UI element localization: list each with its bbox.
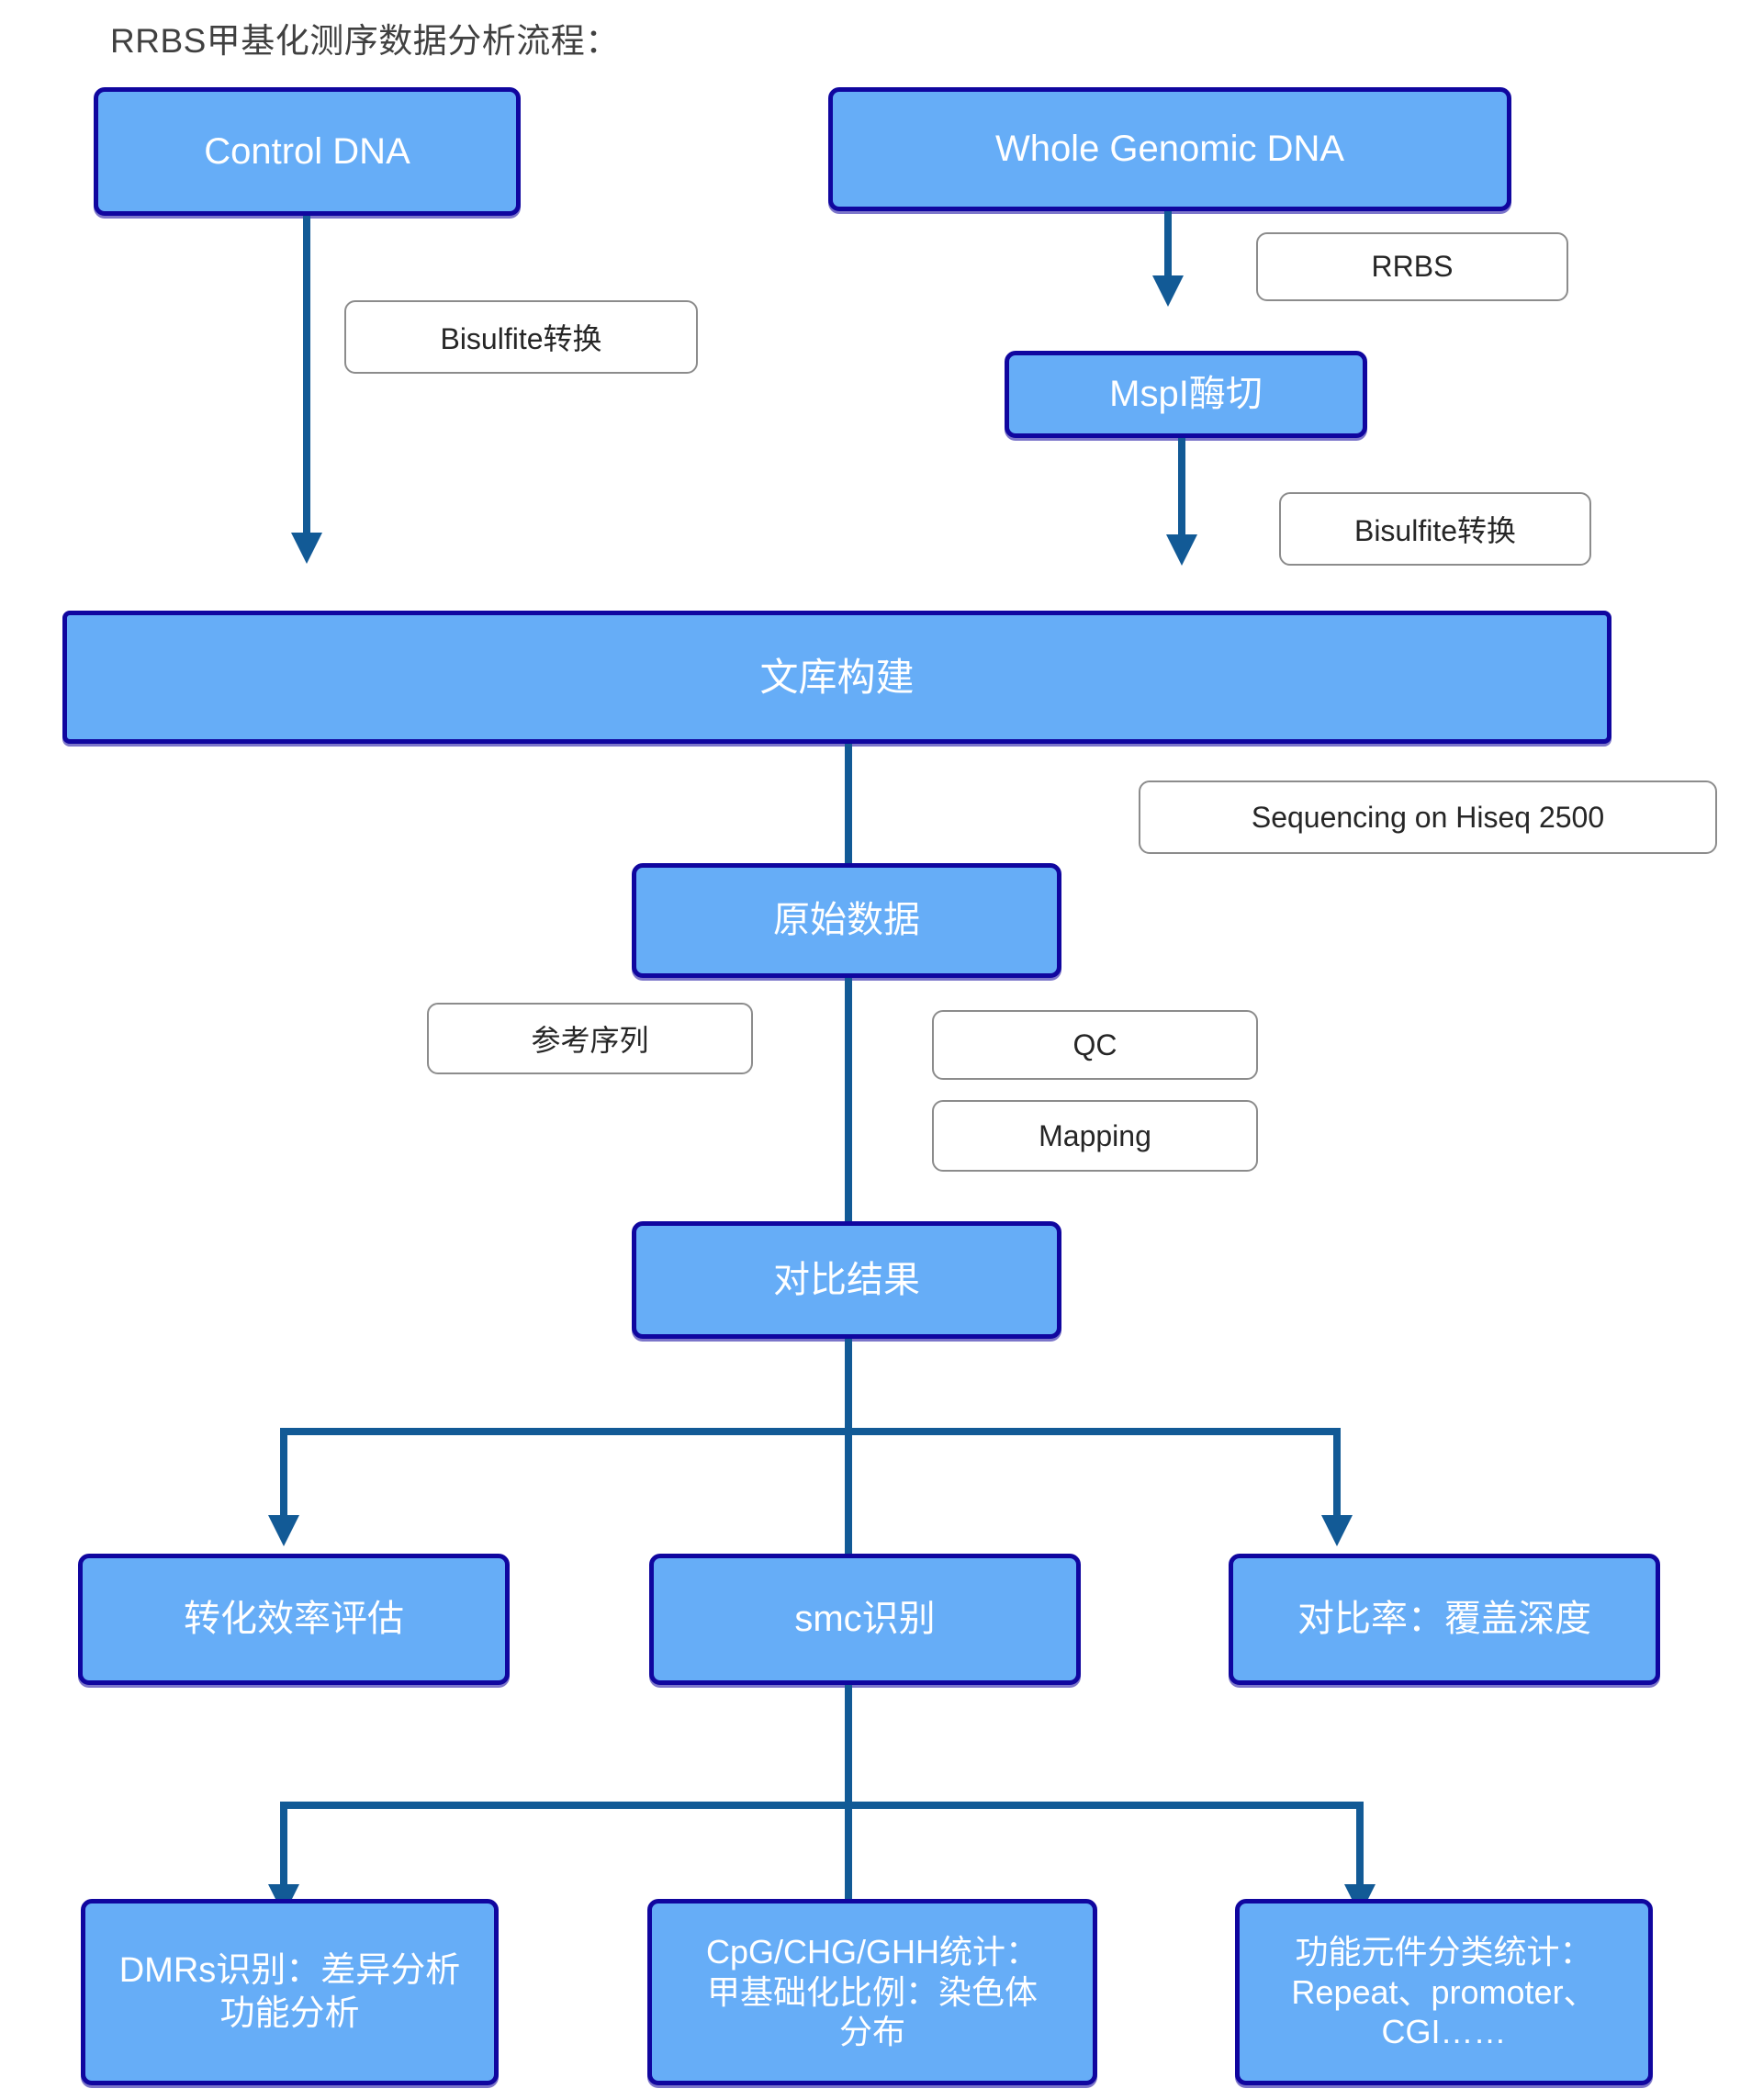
node-functional-elements-line-1: 功能元件分类统计： xyxy=(1295,1932,1593,1971)
node-dmrs-line-2: 功能分析 xyxy=(219,1993,360,2033)
connector-align-stem xyxy=(845,1339,852,1568)
node-mspi-label: MspI酶切 xyxy=(1109,374,1263,415)
label-reference-sequence[interactable]: 参考序列 xyxy=(427,1003,753,1074)
node-control-dna-label: Control DNA xyxy=(204,130,410,172)
node-library-construction-label: 文库构建 xyxy=(759,655,915,699)
arrow-wgdna-to-mspi xyxy=(1152,275,1184,307)
arrow-control-to-library xyxy=(291,533,322,564)
node-cpg-stats-line-2: 甲基础化比例：染色体 xyxy=(706,1972,1038,2011)
node-smc-identification[interactable]: smc识别 xyxy=(649,1554,1081,1685)
label-rrbs[interactable]: RRBS xyxy=(1256,232,1568,301)
connector-mspi-to-library xyxy=(1178,438,1185,544)
arrow-mspi-to-library xyxy=(1166,534,1197,566)
node-raw-data-label: 原始数据 xyxy=(773,900,920,941)
label-bisulfite-right-text: Bisulfite转换 xyxy=(1353,514,1517,547)
node-cpg-stats-line-3: 分布 xyxy=(838,2013,905,2051)
label-qc-text: QC xyxy=(1072,1028,1117,1061)
page-title: RRBS甲基化测序数据分析流程： xyxy=(110,22,620,60)
node-dmrs[interactable]: DMRs识别：差异分析 功能分析 xyxy=(81,1899,499,2085)
connector-control-to-library xyxy=(303,216,310,542)
node-functional-elements-lines: 功能元件分类统计： Repeat、promoter、 CGI…… xyxy=(1247,1932,1641,2053)
connector-wgdna-to-mspi xyxy=(1164,211,1172,285)
label-sequencing-text: Sequencing on Hiseq 2500 xyxy=(1251,800,1605,834)
node-library-construction[interactable]: 文库构建 xyxy=(62,611,1611,744)
node-functional-elements-line-2: Repeat、promoter、 xyxy=(1291,1972,1597,2011)
node-cpg-stats[interactable]: CpG/CHG/GHH统计： 甲基础化比例：染色体 分布 xyxy=(647,1899,1097,2085)
arrow-align-to-align-rate xyxy=(1321,1515,1353,1546)
connector-align-branch-left xyxy=(280,1428,287,1524)
label-mapping[interactable]: Mapping xyxy=(932,1100,1258,1172)
label-qc[interactable]: QC xyxy=(932,1010,1258,1080)
connector-smc-branch-bar xyxy=(280,1802,1364,1809)
connector-smc-branch-left xyxy=(280,1802,287,1895)
label-sequencing[interactable]: Sequencing on Hiseq 2500 xyxy=(1139,780,1717,854)
node-align-result-label: 对比结果 xyxy=(773,1259,920,1300)
connector-align-branch-right xyxy=(1333,1428,1341,1524)
node-whole-genomic-dna-label: Whole Genomic DNA xyxy=(994,129,1345,170)
node-dmrs-lines: DMRs识别：差异分析 功能分析 xyxy=(93,1949,487,2035)
node-raw-data[interactable]: 原始数据 xyxy=(632,863,1061,978)
connector-smc-branch-right xyxy=(1356,1802,1364,1895)
node-align-result[interactable]: 对比结果 xyxy=(632,1221,1061,1339)
node-functional-elements[interactable]: 功能元件分类统计： Repeat、promoter、 CGI…… xyxy=(1235,1899,1653,2085)
node-conversion-efficiency-label: 转化效率评估 xyxy=(184,1599,404,1640)
node-cpg-stats-lines: CpG/CHG/GHH统计： 甲基础化比例：染色体 分布 xyxy=(659,1932,1085,2053)
label-mapping-text: Mapping xyxy=(1039,1118,1151,1152)
node-whole-genomic-dna[interactable]: Whole Genomic DNA xyxy=(828,87,1511,211)
node-conversion-efficiency[interactable]: 转化效率评估 xyxy=(78,1554,510,1685)
node-control-dna[interactable]: Control DNA xyxy=(94,87,521,216)
connector-rawdata-to-align xyxy=(845,978,852,1221)
label-rrbs-text: RRBS xyxy=(1371,250,1454,283)
connector-library-to-rawdata xyxy=(845,744,852,872)
node-alignment-rate-coverage[interactable]: 对比率：覆盖深度 xyxy=(1229,1554,1660,1685)
node-mspi[interactable]: MspI酶切 xyxy=(1005,351,1367,438)
label-bisulfite-left[interactable]: Bisulfite转换 xyxy=(344,300,698,374)
node-functional-elements-line-3: CGI…… xyxy=(1381,2013,1507,2051)
arrow-align-to-conversion-eff xyxy=(268,1515,299,1546)
node-dmrs-line-1: DMRs识别：差异分析 xyxy=(118,1951,461,1991)
label-bisulfite-left-text: Bisulfite转换 xyxy=(440,322,602,355)
label-reference-sequence-text: 参考序列 xyxy=(531,1024,649,1057)
node-alignment-rate-coverage-label: 对比率：覆盖深度 xyxy=(1297,1599,1591,1640)
node-smc-identification-label: smc识别 xyxy=(794,1599,936,1640)
connector-align-branch-bar xyxy=(280,1428,1341,1435)
node-cpg-stats-line-1: CpG/CHG/GHH统计： xyxy=(705,1932,1039,1971)
label-bisulfite-right[interactable]: Bisulfite转换 xyxy=(1279,492,1591,566)
